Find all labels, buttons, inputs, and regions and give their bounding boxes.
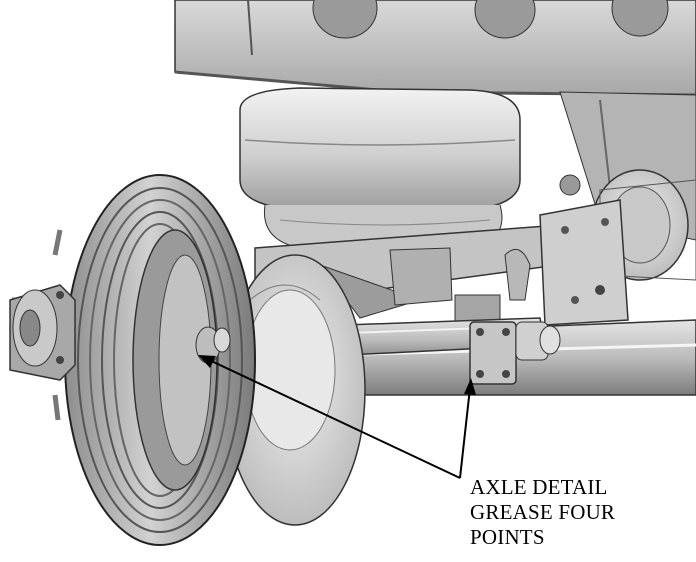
mounting-bracket — [504, 199, 629, 326]
camshaft-bushing — [469, 321, 561, 385]
callout-line-1: AXLE DETAIL — [470, 475, 608, 499]
leader-lines — [198, 355, 476, 479]
callout-line-2: GREASE FOUR — [470, 500, 616, 524]
brake-drum — [224, 254, 366, 526]
tire — [64, 174, 256, 546]
arrowhead-outer — [464, 378, 476, 395]
leader-arrow-inner — [204, 357, 461, 479]
callout-line-3: POINTS — [470, 525, 545, 549]
callout-label: AXLE DETAIL GREASE FOUR POINTS — [470, 475, 690, 550]
wheel-hub — [9, 229, 76, 421]
air-spring — [239, 87, 521, 249]
inner-grease-point — [195, 326, 231, 364]
leader-arrow-outer — [459, 387, 471, 479]
arrowhead-inner — [198, 355, 216, 368]
frame-rail — [174, 0, 696, 97]
